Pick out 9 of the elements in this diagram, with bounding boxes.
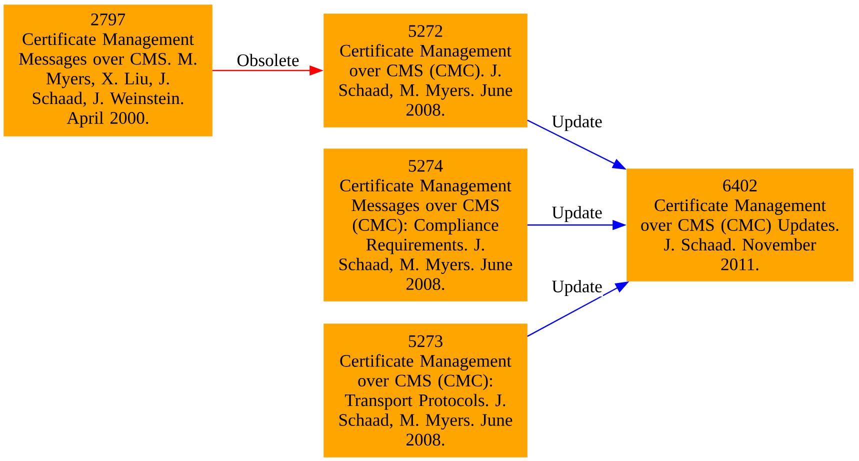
edge-label: Update <box>551 114 603 132</box>
document-box: 6402 Certificate Management over CMS (CMC) Updates. J. Schaad. November 2011. <box>626 168 854 282</box>
document-box: 5274 Certificate Management Messages over CMS (CMC): Compliance Requirements. J. Schaad, M. Myers. June 2008. <box>324 148 528 302</box>
edge-label: Update <box>551 280 603 296</box>
edge-label: Obsolete <box>236 53 300 67</box>
document-box: 5273 Certificate Management over CMS (CMC): Transport Protocols. J. Schaad, M. Myers. June 2008. <box>324 324 528 458</box>
document-box: 5272 Certificate Management over CMS (CMC). J. Schaad, M. Myers. June 2008. <box>324 14 528 128</box>
document-box: 2797 Certificate Management Messages over CMS. M. Myers, X. Liu, J. Schaad, J. Weinstein. April 2000. <box>4 4 212 136</box>
edge-label: Update <box>551 206 603 222</box>
